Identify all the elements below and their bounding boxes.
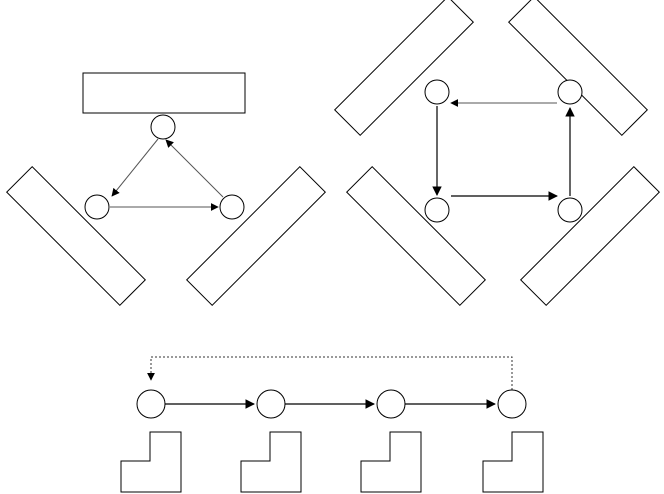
node-tr xyxy=(558,80,582,104)
line-group xyxy=(121,357,543,492)
l-shape-3 xyxy=(361,432,421,492)
right-slanted-bar xyxy=(187,167,326,306)
bar-bottom-right xyxy=(521,167,660,306)
top-box xyxy=(83,73,245,113)
node-line-2 xyxy=(257,390,285,418)
bar-top-left xyxy=(335,0,474,135)
node-left xyxy=(85,195,109,219)
node-br xyxy=(558,198,582,222)
node-right xyxy=(220,195,244,219)
left-slanted-bar xyxy=(7,167,146,306)
node-tl xyxy=(425,80,449,104)
arrow-top-to-left xyxy=(112,139,158,196)
arrow-right-to-top xyxy=(166,140,223,197)
bar-top-right xyxy=(509,0,648,135)
l-shape-2 xyxy=(241,432,301,492)
node-line-1 xyxy=(137,390,165,418)
triangle-group xyxy=(7,73,326,305)
square-group xyxy=(335,0,660,305)
node-line-4 xyxy=(498,390,526,418)
node-line-3 xyxy=(377,390,405,418)
node-bl xyxy=(425,198,449,222)
node-top xyxy=(151,115,175,139)
bar-bottom-left xyxy=(347,167,486,306)
l-shape-4 xyxy=(483,432,543,492)
l-shape-1 xyxy=(121,432,181,492)
return-arrow xyxy=(151,357,512,390)
